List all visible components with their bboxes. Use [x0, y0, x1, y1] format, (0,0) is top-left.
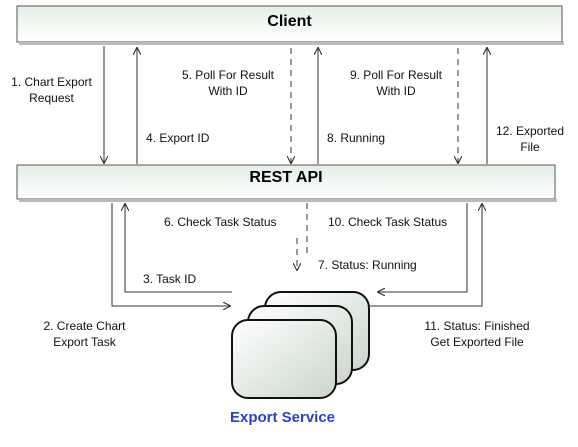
label-4-export-id: 4. Export ID	[146, 131, 210, 145]
client-title: Client	[267, 13, 312, 30]
arrow-11-finished	[370, 204, 482, 307]
arrow-2-create-task	[111, 203, 230, 306]
label-11-status-finished: 11. Status: Finished Get Exported File	[424, 319, 530, 349]
label-3-task-id: 3. Task ID	[143, 272, 197, 286]
label-8-running: 8. Running	[327, 131, 386, 145]
export-service-icon	[231, 291, 370, 399]
arrow-3-task-id	[125, 204, 232, 293]
arrow-10-check-status	[378, 203, 468, 292]
label-10-check-task-status: 10. Check Task Status	[328, 215, 448, 229]
label-2-create-chart-export-task: 2. Create Chart Export Task	[43, 319, 126, 349]
label-7-status-running: 7. Status: Running	[318, 258, 417, 272]
export-service-title: Export Service	[229, 409, 336, 426]
client-box	[16, 5, 564, 45]
label-6-check-task-status: 6. Check Task Status	[164, 215, 277, 229]
label-5-poll-for-result: 5. Poll For Result With ID	[181, 68, 275, 98]
label-1-chart-export-request: 1. Chart Export Request	[11, 75, 92, 105]
rest-api-box	[16, 164, 557, 202]
label-9-poll-for-result: 9. Poll For Result With ID	[349, 68, 443, 98]
label-12-exported-file: 12. Exported File	[495, 124, 565, 154]
rest-api-title: REST API	[249, 169, 323, 186]
